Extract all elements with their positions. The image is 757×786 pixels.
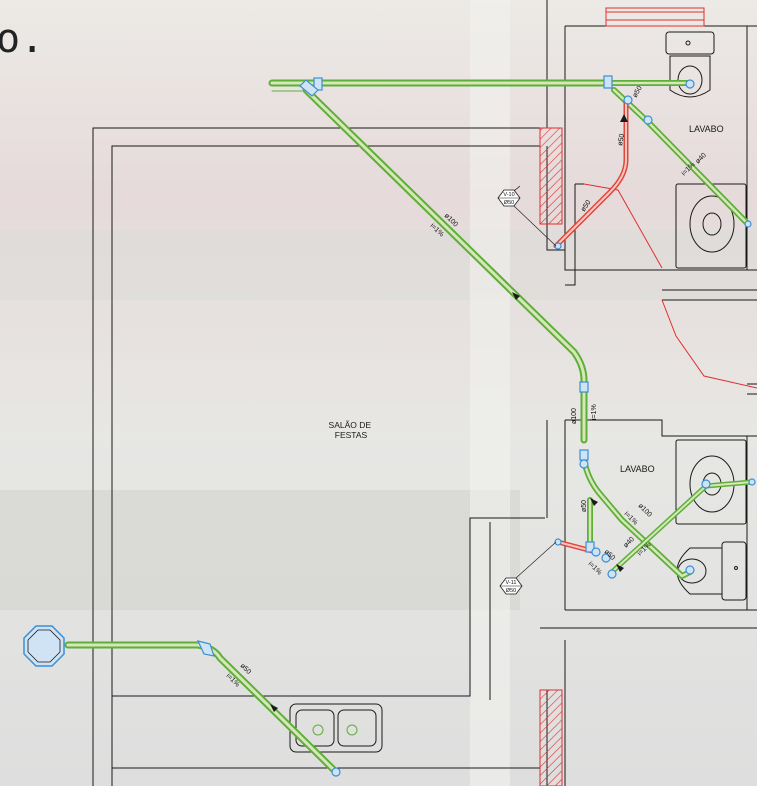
label-slope-vert: i=1% bbox=[591, 404, 598, 420]
vent-tag-v11-code: V-11 bbox=[506, 580, 517, 586]
background-band bbox=[0, 230, 757, 300]
flow-arrow bbox=[590, 498, 598, 506]
flow-arrows bbox=[270, 114, 628, 712]
hatched-wall bbox=[539, 127, 563, 225]
room-label-salao-line1: SALÃO DE bbox=[329, 420, 372, 430]
hatched-window bbox=[605, 7, 705, 27]
background-band bbox=[0, 490, 520, 610]
door-swing-middle bbox=[661, 299, 757, 389]
pipe-fittings bbox=[196, 75, 756, 777]
door-swing-top bbox=[583, 183, 663, 269]
pipe-main-diagonal bbox=[302, 86, 588, 444]
vent-tag-v11-size: Ø50 bbox=[506, 588, 516, 594]
walls bbox=[92, 0, 757, 786]
vent-tag-v10-size: Ø50 bbox=[504, 200, 514, 206]
label-d50-top-b: ø50 bbox=[617, 133, 626, 146]
flow-arrow bbox=[620, 114, 628, 122]
room-label-salao-line2: FESTAS bbox=[335, 430, 368, 440]
vent-tag-v11: V-11 Ø50 bbox=[499, 541, 557, 595]
corner-text: o. bbox=[0, 16, 44, 62]
vent-tag-v10: V-10 Ø50 bbox=[497, 185, 557, 247]
flow-arrow bbox=[512, 292, 520, 300]
label-d100-vert: ø100 bbox=[571, 408, 578, 424]
inspection-box bbox=[23, 625, 65, 667]
vent-tag-v10-code: V-10 bbox=[503, 192, 514, 198]
hatched-wall bbox=[539, 689, 563, 786]
flow-arrow bbox=[616, 564, 624, 572]
pipe-top-horizontal bbox=[268, 79, 614, 92]
room-label-salao: SALÃO DE FESTAS bbox=[329, 420, 374, 440]
label-d50-lower-a: ø50 bbox=[581, 500, 588, 512]
toilet-top bbox=[665, 31, 715, 98]
room-label-lavabo-bottom: LAVABO bbox=[620, 464, 655, 474]
hatched-window-lines bbox=[606, 11, 704, 21]
room-label-lavabo-top: LAVABO bbox=[689, 124, 724, 134]
flow-arrow bbox=[270, 704, 278, 712]
